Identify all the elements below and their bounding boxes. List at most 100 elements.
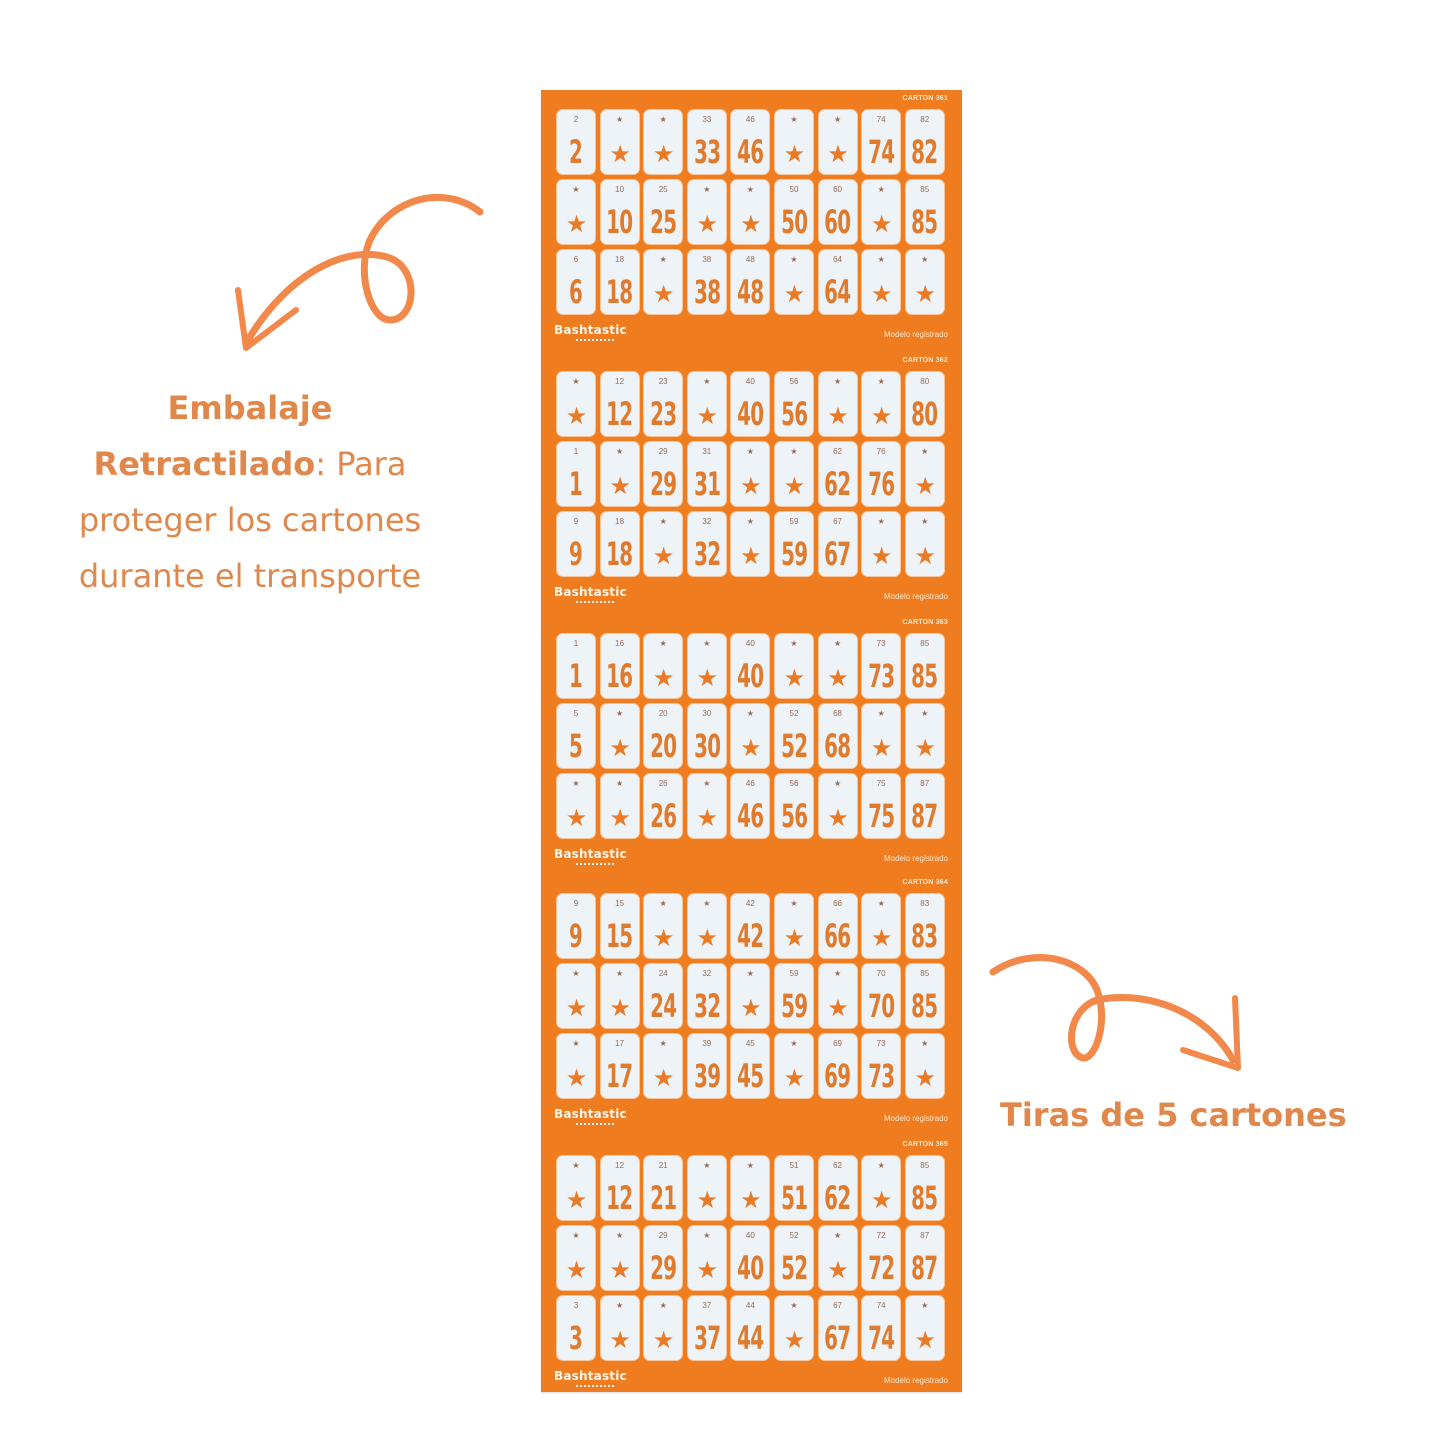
big-number: 74	[867, 133, 895, 171]
blank-star-cell: ★★	[773, 109, 814, 175]
star-icon: ★	[914, 472, 935, 500]
blank-star-cell: ★★	[861, 511, 902, 577]
small-number: 62	[833, 1161, 843, 1170]
star-icon: ★	[740, 542, 761, 570]
star-icon: ★	[609, 472, 630, 500]
blank-star-cell: ★★	[817, 109, 858, 175]
small-number: 10	[615, 185, 625, 194]
star-icon: ★	[783, 1326, 805, 1354]
blank-star-cell: ★★	[686, 893, 727, 959]
blank-star-cell: ★★	[861, 893, 902, 959]
big-number: 31	[693, 465, 721, 503]
small-number: 52	[789, 1231, 799, 1240]
star-icon: ★	[696, 924, 718, 952]
small-star-icon: ★	[616, 709, 624, 718]
number-cell: 21 21	[643, 1155, 684, 1221]
carton-number-label: CARTON 361	[902, 95, 948, 102]
blank-star-cell: ★★	[773, 1033, 814, 1099]
small-star-icon: ★	[877, 709, 885, 718]
big-number: 85	[911, 1179, 939, 1217]
blank-star-cell: ★★	[861, 703, 902, 769]
small-star-icon: ★	[921, 1301, 929, 1310]
big-number: 9	[569, 917, 583, 955]
small-number: 67	[833, 517, 843, 526]
star-icon: ★	[565, 1186, 587, 1214]
big-number: 37	[693, 1319, 721, 1357]
big-number: 67	[824, 1319, 851, 1357]
blank-star-cell: ★★	[730, 441, 771, 507]
blank-star-cell: ★★	[817, 773, 858, 839]
star-icon: ★	[696, 210, 718, 238]
big-number: 16	[606, 657, 633, 695]
big-number: 29	[650, 465, 677, 503]
small-number: 39	[702, 1039, 712, 1048]
big-number: 62	[824, 1179, 851, 1217]
small-number: 80	[920, 377, 930, 386]
blank-star-cell: ★★	[730, 703, 771, 769]
big-number: 82	[911, 133, 939, 171]
brand-logo: Bashtastic	[554, 1107, 627, 1125]
big-number: 21	[650, 1179, 677, 1217]
star-icon: ★	[565, 994, 587, 1022]
small-number: 21	[658, 1161, 668, 1170]
small-number: 17	[615, 1039, 625, 1048]
small-number: 83	[920, 899, 930, 908]
small-number: 64	[833, 255, 843, 264]
small-star-icon: ★	[572, 377, 580, 386]
big-number: 85	[911, 987, 939, 1025]
star-icon: ★	[870, 924, 892, 952]
small-number: 70	[876, 969, 886, 978]
star-icon: ★	[783, 664, 805, 692]
star-icon: ★	[740, 994, 761, 1022]
small-star-icon: ★	[790, 115, 798, 124]
big-number: 40	[737, 395, 764, 433]
blank-star-cell: ★★	[599, 1295, 640, 1361]
big-number: 18	[606, 535, 633, 573]
small-star-icon: ★	[746, 969, 754, 978]
blank-star-cell: ★★	[643, 633, 684, 699]
small-star-icon: ★	[703, 1161, 711, 1170]
blank-star-cell: ★★	[730, 1155, 771, 1221]
star-icon: ★	[827, 140, 848, 168]
star-icon: ★	[652, 1326, 674, 1354]
big-number: 20	[650, 727, 677, 765]
small-star-icon: ★	[833, 779, 842, 788]
big-number: 62	[824, 465, 851, 503]
star-icon: ★	[827, 804, 848, 832]
blank-star-cell: ★★	[599, 1225, 640, 1291]
blank-star-cell: ★★	[686, 633, 727, 699]
small-number: 12	[615, 377, 625, 386]
big-number: 1	[569, 657, 583, 695]
small-number: 26	[658, 779, 668, 788]
star-icon: ★	[652, 542, 674, 570]
small-star-icon: ★	[659, 517, 667, 526]
star-icon: ★	[696, 402, 718, 430]
big-number: 15	[606, 917, 633, 955]
small-star-icon: ★	[572, 969, 580, 978]
small-number: 6	[573, 255, 579, 264]
blank-star-cell: ★★	[861, 249, 902, 315]
star-icon: ★	[827, 994, 848, 1022]
registered-model-text: Modelo registrado	[883, 1376, 948, 1385]
big-number: 74	[867, 1319, 895, 1357]
small-star-icon: ★	[790, 255, 798, 264]
